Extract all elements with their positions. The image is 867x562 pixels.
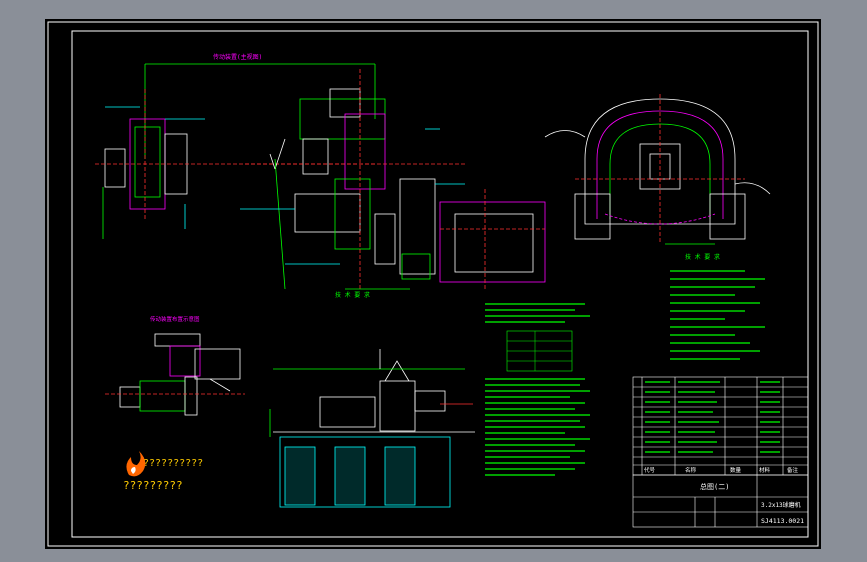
top-view-title: 传动装置(主视图): [213, 53, 262, 61]
tech-requirements-center: 技 术 要 求: [335, 291, 573, 372]
mill-section-view: [544, 94, 771, 245]
inner-frame: [71, 30, 809, 538]
watermark-line2: ?????????: [123, 479, 183, 492]
text-lines-center: [485, 303, 590, 476]
svg-text:材料: 材料: [759, 466, 771, 474]
parts-list-entries: [645, 381, 780, 453]
tech-title-right: 技 术 要 求: [685, 253, 720, 261]
svg-text:数量: 数量: [730, 466, 742, 474]
top-left-view: 传动装置(主视图): [95, 53, 546, 290]
drawing-name: 总图(二): [700, 482, 729, 491]
tech-title-center: 技 术 要 求: [335, 291, 370, 299]
machine-name: 3.2x13球磨机: [761, 501, 801, 509]
outer-frame: [47, 21, 819, 547]
watermark-logo-icon: [126, 451, 146, 477]
text-lines-right: [670, 270, 765, 360]
title-block: [632, 474, 809, 528]
parts-header: 代号 名称 数量 材料 备注: [644, 466, 799, 474]
drawing-number: SJ4113.0021: [761, 517, 804, 525]
cad-drawing: 传动装置(主视图): [47, 21, 819, 547]
parts-list: [632, 376, 809, 476]
sub-view-title: 传动装置布置示意图: [150, 315, 200, 323]
cad-canvas[interactable]: 传动装置(主视图): [45, 19, 821, 549]
watermark-line1: ??????????: [143, 458, 203, 469]
tech-requirements-right: 技 术 要 求: [685, 253, 720, 261]
title-block-text: 总图(二) 3.2x13球磨机 SJ4113.0021: [700, 482, 804, 525]
svg-text:代号: 代号: [644, 466, 656, 474]
foundation-elevation: [269, 349, 475, 508]
svg-text:名称: 名称: [685, 466, 697, 474]
svg-text:备注: 备注: [787, 466, 799, 474]
sub-layout-view: 传动装置布置示意图: [105, 315, 245, 416]
